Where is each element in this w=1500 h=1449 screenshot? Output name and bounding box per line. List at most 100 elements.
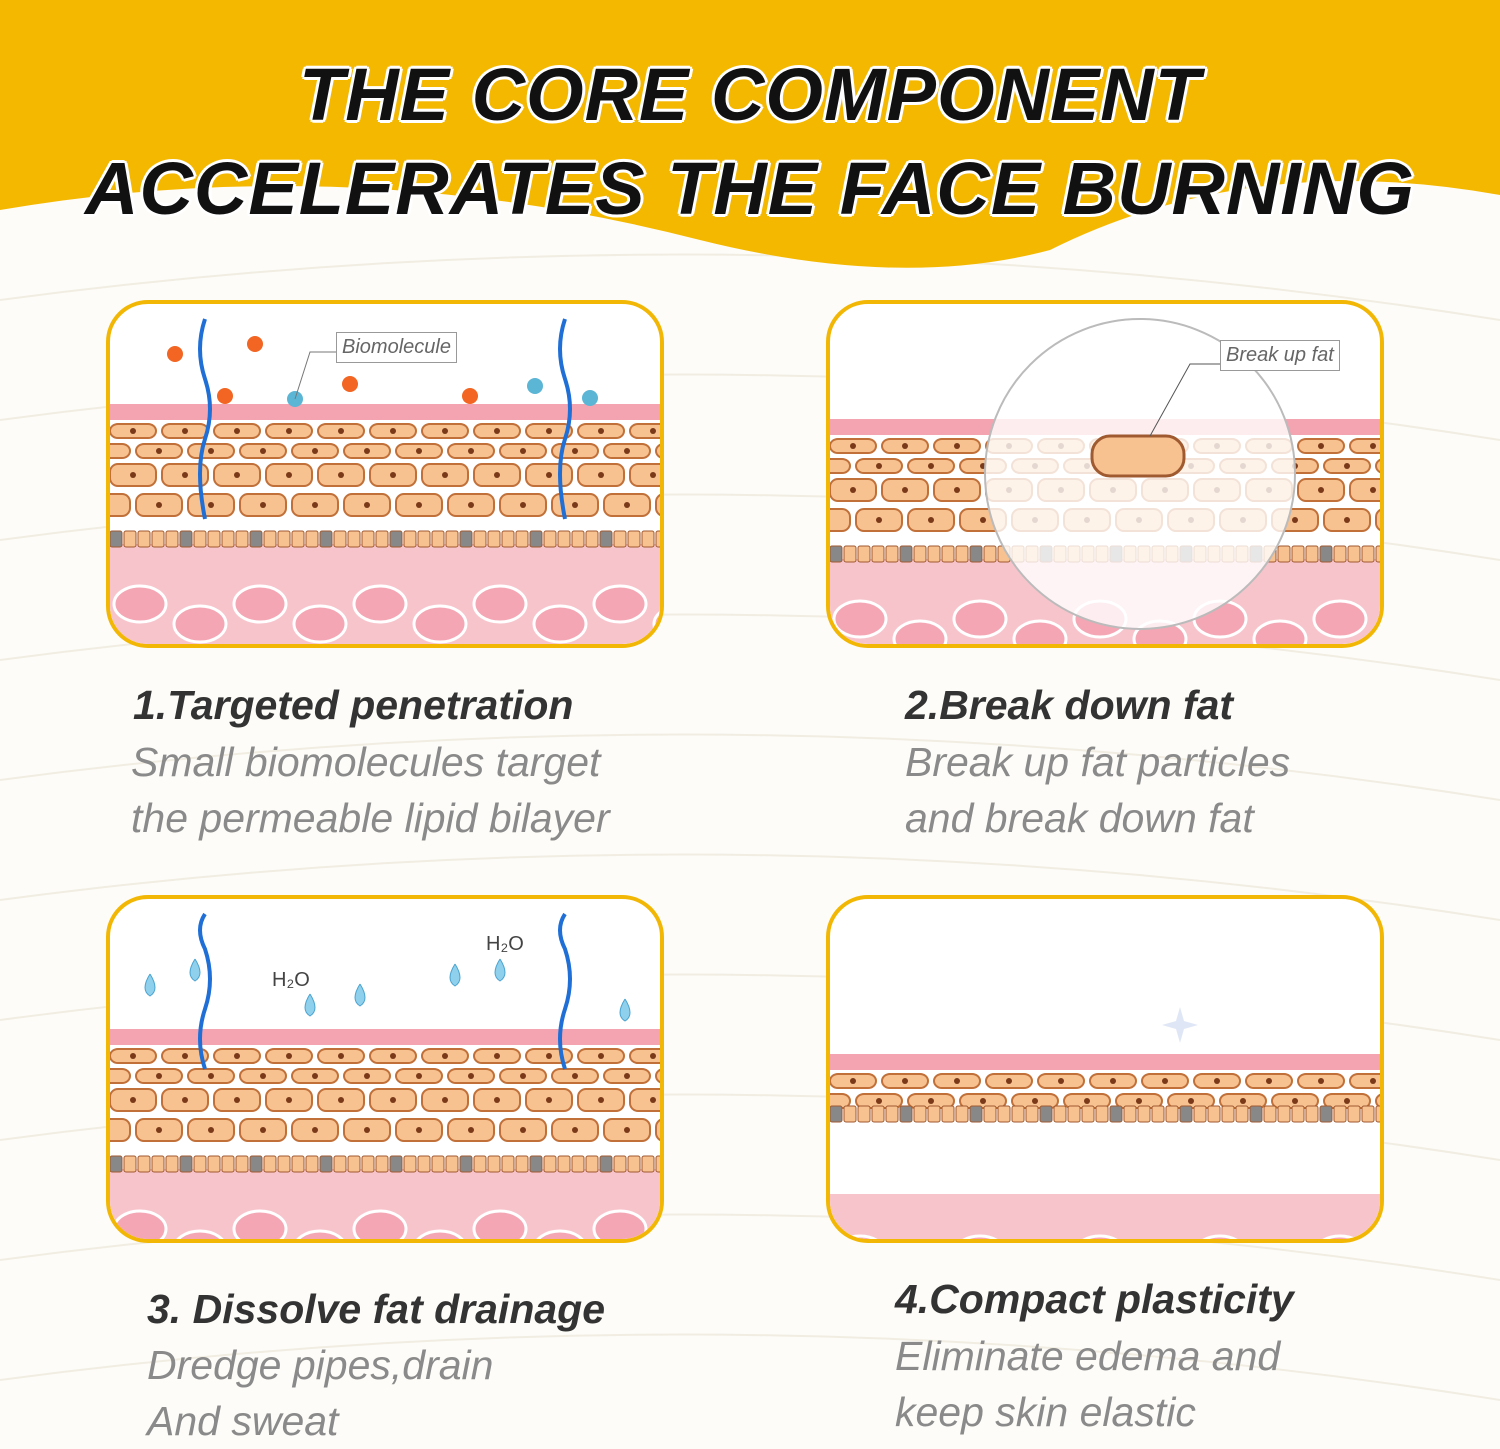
fat-lobule: [472, 584, 528, 624]
fat-lobule: [416, 1229, 464, 1239]
fat-lobule: [1252, 619, 1308, 644]
basal-cell: [431, 530, 445, 548]
basal-cell: [305, 530, 319, 548]
basal-cell: [249, 530, 263, 548]
basal-cell: [1193, 1105, 1207, 1123]
basal-cell: [459, 530, 473, 548]
basal-cell: [1277, 545, 1291, 563]
arrow-icon: [558, 912, 572, 1070]
basal-cell: [997, 1105, 1011, 1123]
skin-cell: [110, 493, 131, 517]
basal-cell: [249, 1155, 263, 1173]
basal-cell: [110, 1155, 123, 1173]
basal-cell: [585, 530, 599, 548]
basal-cell: [955, 1105, 969, 1123]
basal-cell: [1081, 1105, 1095, 1123]
basal-cell: [515, 1155, 529, 1173]
skin-illustration: [110, 318, 660, 644]
basal-cell: [627, 1155, 641, 1173]
basal-cell: [277, 1155, 291, 1173]
fat-lobule: [532, 604, 588, 644]
step-3-line-2: And sweat: [147, 1398, 339, 1444]
water-drop-icon: [494, 958, 506, 982]
panel-targeted-penetration: Biomolecule: [106, 300, 664, 648]
basal-cell: [1151, 1105, 1165, 1123]
basal-cell: [830, 1105, 843, 1123]
skin-cell: [655, 493, 660, 517]
basal-cell: [1109, 1105, 1123, 1123]
basal-cell: [137, 1155, 151, 1173]
header-banner: [0, 0, 1500, 268]
fat-lobule: [652, 610, 660, 638]
step-2-line-1: Break up fat particles: [905, 739, 1291, 785]
headline-line-1: THE CORE COMPONENT: [299, 53, 1201, 136]
arrow-icon: [558, 318, 572, 520]
fat-lobule: [842, 1234, 878, 1239]
fat-lobule: [656, 1235, 660, 1239]
basal-cell: [941, 1105, 955, 1123]
basal-cell: [235, 530, 249, 548]
biomolecule-dot: [527, 378, 543, 394]
basal-cell: [221, 1155, 235, 1173]
basal-cell: [543, 1155, 557, 1173]
basal-cell: [655, 1155, 660, 1173]
basal-cell: [110, 530, 123, 548]
basal-cell: [1319, 1105, 1333, 1123]
basal-cell: [871, 545, 885, 563]
basal-cell: [627, 530, 641, 548]
fat-lobule: [1202, 1234, 1238, 1239]
basal-cell: [1319, 545, 1333, 563]
basal-cell: [543, 530, 557, 548]
sparkle-icon: [1162, 1007, 1198, 1043]
basal-cell: [1067, 1105, 1081, 1123]
biomolecule-dot: [342, 376, 358, 392]
skin-cell: [629, 463, 660, 487]
basal-cell: [557, 1155, 571, 1173]
basal-cell: [361, 1155, 375, 1173]
basal-cell: [843, 1105, 857, 1123]
step-4-line-1: Eliminate edema and: [895, 1333, 1281, 1379]
basal-cell: [641, 530, 655, 548]
basal-cell: [263, 1155, 277, 1173]
skin-illustration: [830, 1007, 1380, 1239]
fat-lobule: [472, 1209, 528, 1239]
skin-cell: [655, 443, 660, 459]
skin-cell: [629, 1048, 660, 1064]
basal-cell: [403, 1155, 417, 1173]
basal-cell: [1123, 1105, 1137, 1123]
step-2-title: 2.Break down fat: [905, 682, 1234, 728]
basal-cell: [599, 1155, 613, 1173]
basal-cell: [207, 530, 221, 548]
fat-lobule: [412, 604, 468, 644]
basal-cell: [473, 1155, 487, 1173]
basal-cell: [487, 530, 501, 548]
basal-cell: [361, 530, 375, 548]
skin-cell: [1375, 458, 1380, 474]
basal-cell: [1277, 1105, 1291, 1123]
fat-lobule: [952, 599, 1008, 639]
basal-cell: [221, 530, 235, 548]
basal-cell: [389, 530, 403, 548]
step-3-line-1: Dredge pipes,drain: [147, 1342, 494, 1388]
basal-cell: [613, 1155, 627, 1173]
basal-cell: [641, 1155, 655, 1173]
basal-cell: [1291, 545, 1305, 563]
basal-cell: [1263, 1105, 1277, 1123]
arrow-icon: [198, 318, 212, 520]
panel-dissolve-fat-drainage: H₂O H₂O: [106, 895, 664, 1243]
basal-cell: [1039, 1105, 1053, 1123]
skin-cell: [830, 508, 851, 532]
basal-cell: [501, 1155, 515, 1173]
basal-cell: [913, 1105, 927, 1123]
step-1-title: 1.Targeted penetration: [133, 682, 574, 728]
basal-cell: [459, 1155, 473, 1173]
step-3-title: 3. Dissolve fat drainage: [147, 1286, 606, 1332]
basal-cell: [389, 1155, 403, 1173]
step-1-line-2: the permeable lipid bilayer: [131, 795, 610, 841]
biomolecule-dot: [582, 390, 598, 406]
basal-cell: [1305, 545, 1319, 563]
skin-cell: [830, 458, 851, 474]
basal-cell: [179, 530, 193, 548]
basal-cell: [899, 1105, 913, 1123]
skin-cell: [110, 443, 131, 459]
